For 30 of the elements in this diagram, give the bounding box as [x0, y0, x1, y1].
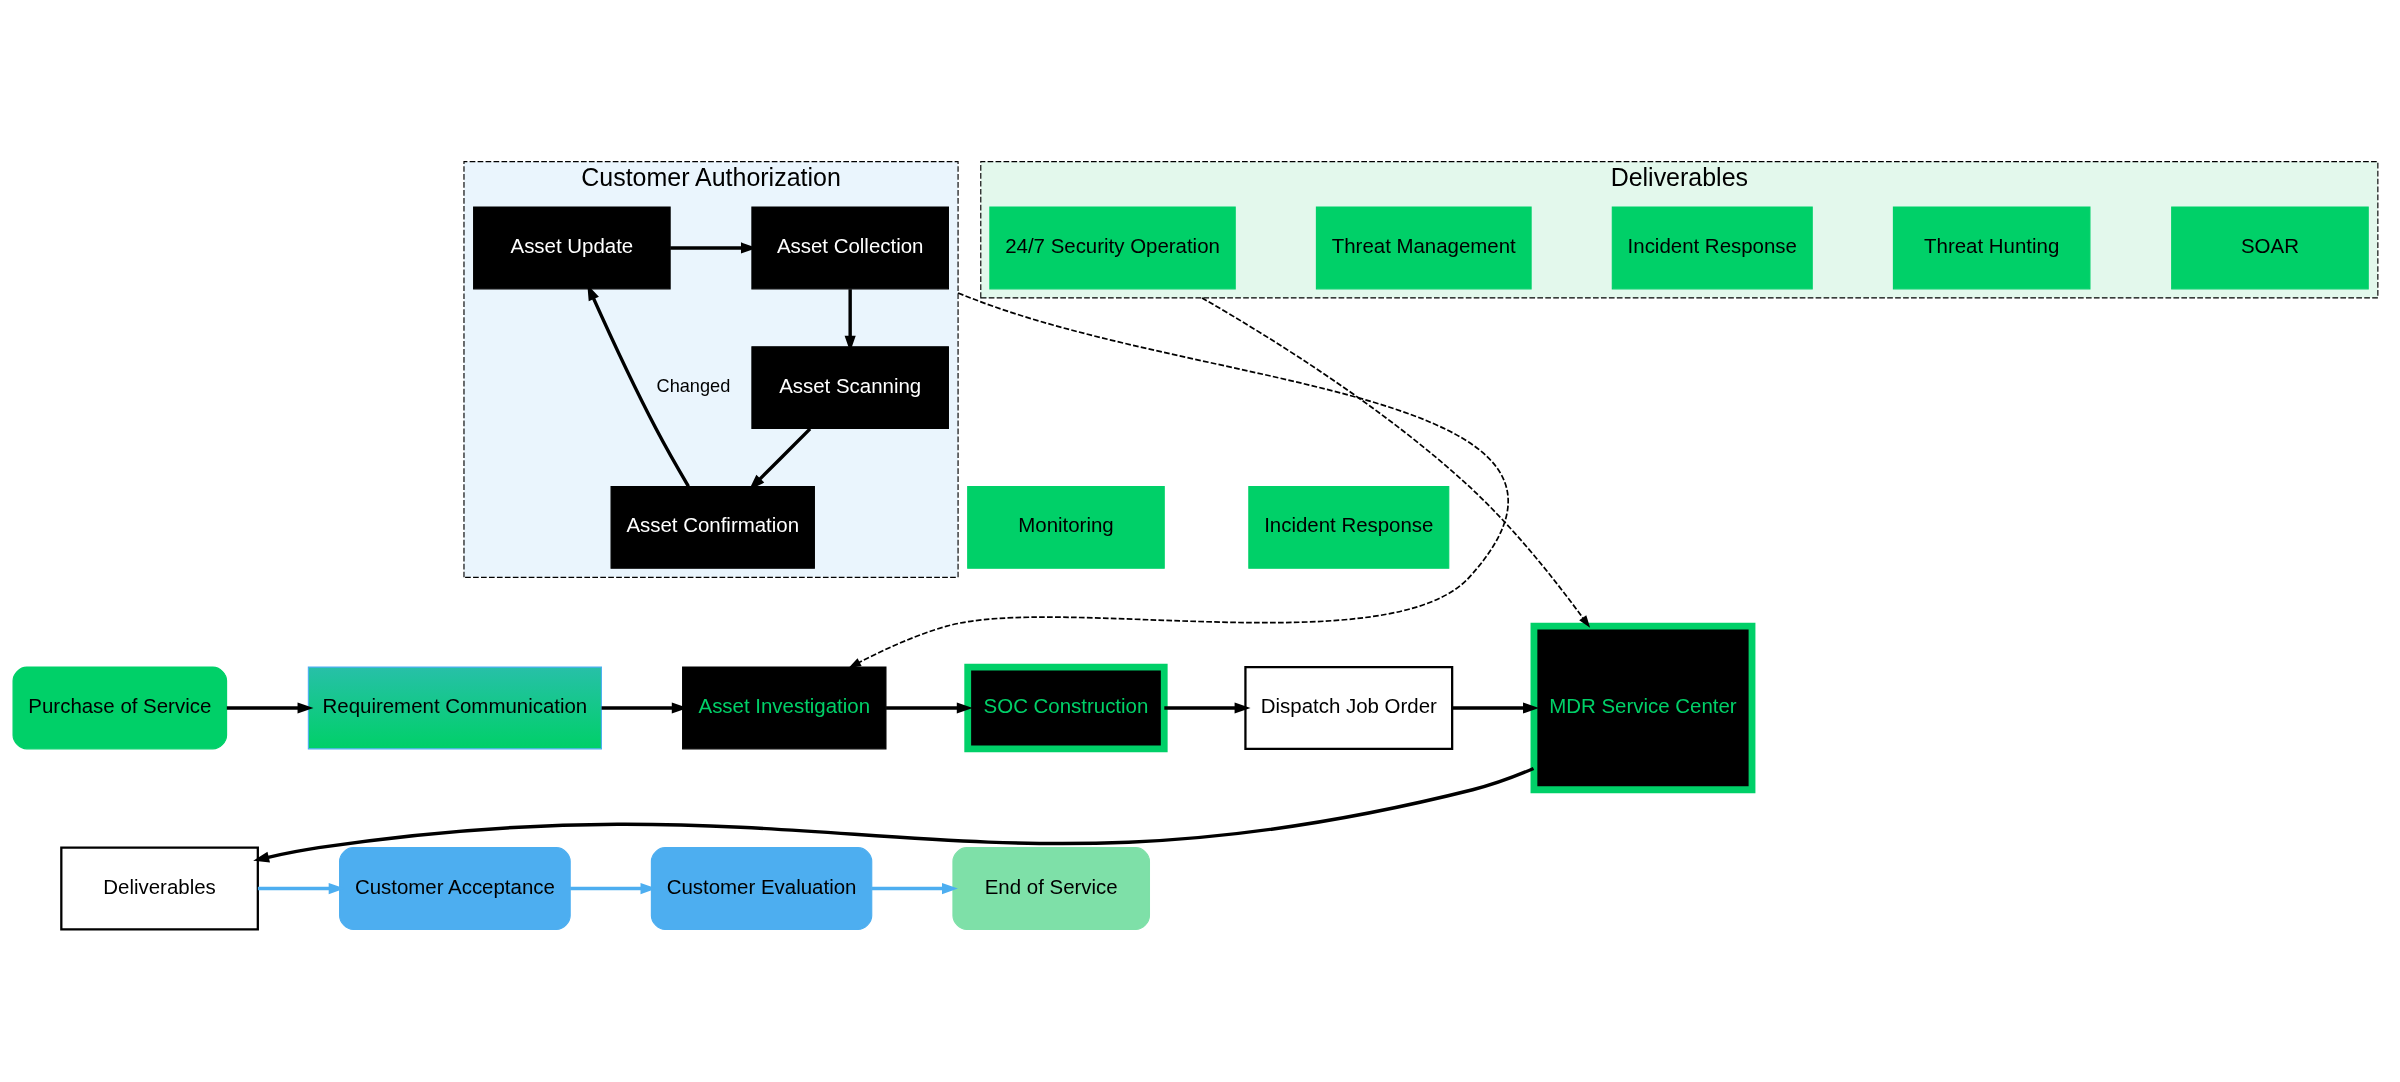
arrow — [871, 883, 958, 895]
arrow — [886, 702, 973, 714]
node-box: 24/7 Security Operation — [989, 206, 1236, 290]
node-box: Asset Investigation — [682, 666, 887, 750]
node-box: Customer Acceptance — [339, 847, 571, 931]
node-box: End of Service — [952, 847, 1151, 931]
node-box: Requirement Communication — [307, 666, 602, 750]
node-box: Deliverables — [60, 846, 259, 931]
node-box: Asset Collection — [751, 206, 949, 290]
node-box: MDR Service Center — [1530, 622, 1756, 794]
node-box: Dispatch Job Order — [1244, 665, 1454, 750]
node-box: Asset Update — [473, 206, 671, 290]
arrow — [253, 766, 1535, 863]
arrow — [848, 292, 1509, 669]
node-box: Threat Management — [1315, 206, 1532, 290]
arrow — [226, 702, 314, 714]
arrow — [1164, 702, 1251, 714]
node-box: SOAR — [2171, 206, 2369, 290]
node-box: Monitoring — [967, 485, 1165, 569]
node-box: Asset Scanning — [751, 346, 949, 430]
node-box: Customer Evaluation — [650, 847, 873, 931]
node-box: Purchase of Service — [12, 666, 228, 750]
node-box: Incident Response — [1611, 206, 1813, 290]
node-box: SOC Construction — [964, 663, 1168, 753]
node-box: Incident Response — [1248, 485, 1450, 569]
arrow — [1201, 297, 1591, 628]
arrow — [1452, 702, 1539, 714]
node-box: Threat Hunting — [1892, 206, 2091, 290]
edge-label: Changed — [656, 375, 731, 396]
node-box: Asset Confirmation — [610, 485, 815, 569]
